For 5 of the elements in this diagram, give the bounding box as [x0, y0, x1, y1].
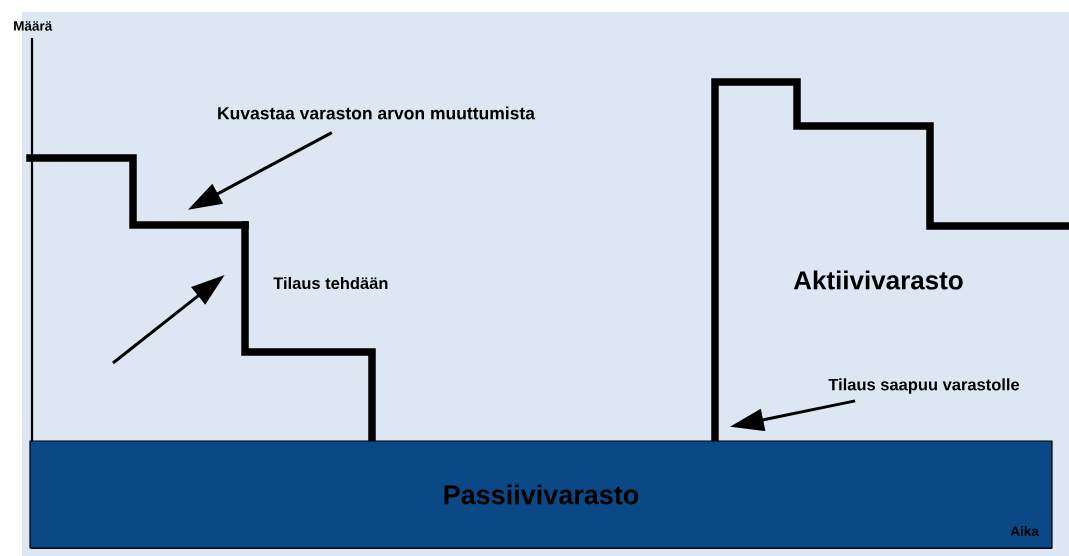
annotation-text: Tilaus tehdään [273, 276, 388, 290]
annotation-text: Kuvastaa varaston arvon muuttumista [218, 106, 536, 120]
axis-label: Määrä [14, 21, 53, 31]
region-label: Aktiivivarasto [793, 270, 963, 290]
axis-label: Aika [1010, 526, 1039, 536]
